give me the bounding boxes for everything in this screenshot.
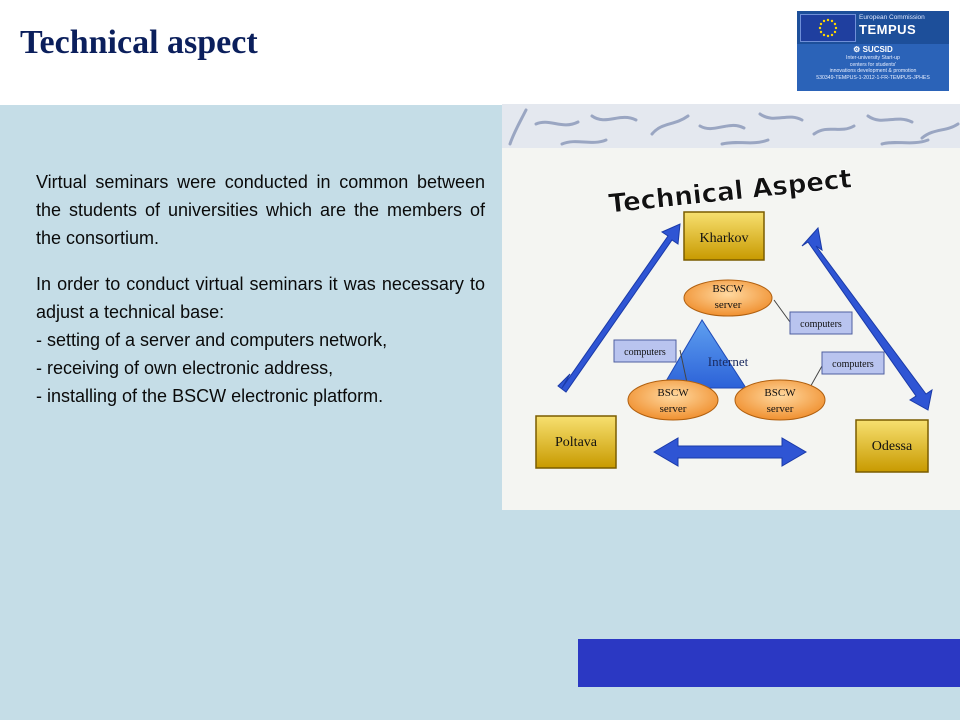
sucsid-text: SUCSID bbox=[862, 45, 893, 54]
tempus-label: TEMPUS bbox=[859, 22, 917, 37]
decorative-squiggles bbox=[508, 108, 960, 146]
list-item: - setting of a server and computers netw… bbox=[36, 330, 388, 350]
server-poltava-line2: server bbox=[660, 403, 687, 415]
computers-odessa-label: computers bbox=[832, 359, 874, 370]
logo-line-1: Inter-university Start-up bbox=[846, 55, 900, 61]
kharkov-label: Kharkov bbox=[700, 231, 749, 246]
paragraph-1: Virtual seminars were conducted in commo… bbox=[36, 172, 485, 248]
tempus-logo: European Commission TEMPUS ⚙ SUCSID Inte… bbox=[797, 11, 949, 91]
server-odessa-line1: BSCW bbox=[764, 387, 796, 399]
eu-flag-icon bbox=[800, 14, 856, 42]
network-diagram-svg: Technical Aspect Internet Kharkov Poltav… bbox=[502, 104, 960, 473]
list-item: - receiving of own electronic address, bbox=[36, 358, 334, 378]
server-odessa bbox=[734, 379, 826, 421]
server-poltava-line1: BSCW bbox=[657, 387, 689, 399]
logo-line-2: centers for students' bbox=[849, 61, 897, 68]
server-odessa-line2: server bbox=[767, 403, 794, 415]
computers-kharkov-label: computers bbox=[800, 319, 842, 330]
list-item: - installing of the BSCW electronic plat… bbox=[36, 386, 384, 406]
header-band: Technical aspect European Commission TEM… bbox=[0, 0, 960, 105]
odessa-label: Odessa bbox=[872, 439, 913, 454]
computers-poltava bbox=[613, 339, 677, 363]
internet-label: Internet bbox=[708, 354, 749, 369]
computers-odessa bbox=[821, 351, 885, 375]
arrow-kharkov-poltava bbox=[557, 223, 681, 393]
tempus-brand: European Commission TEMPUS bbox=[859, 14, 946, 42]
poltava-node bbox=[535, 415, 617, 469]
connection-arrows bbox=[557, 223, 933, 467]
logo-line-3: innovations development & promotion bbox=[829, 68, 917, 75]
poltava-label: Poltava bbox=[555, 435, 598, 450]
slide-body-text: Virtual seminars were conducted in commo… bbox=[36, 168, 485, 410]
logo-line-4: 530349-TEMPUS-1-2012-1-FR-TEMPUS-JPHES bbox=[816, 74, 930, 81]
kharkov-node bbox=[683, 211, 765, 261]
paragraph-gap bbox=[36, 252, 485, 270]
arrow-poltava-odessa bbox=[653, 437, 807, 467]
computers-poltava-label: computers bbox=[624, 347, 666, 358]
footer-color-bar bbox=[578, 639, 960, 687]
sucsid-label: ⚙ SUCSID bbox=[853, 45, 893, 54]
server-kharkov-line1: BSCW bbox=[712, 283, 744, 295]
arrow-kharkov-odessa bbox=[801, 226, 933, 411]
sucsid-block: ⚙ SUCSID Inter-university Start-up cente… bbox=[797, 44, 949, 91]
computers-kharkov bbox=[789, 311, 853, 335]
server-poltava bbox=[627, 379, 719, 421]
odessa-node bbox=[855, 419, 929, 473]
server-kharkov-line2: server bbox=[715, 299, 742, 311]
network-diagram: Technical Aspect Internet Kharkov Poltav… bbox=[502, 104, 960, 510]
paragraph-2: In order to conduct virtual seminars it … bbox=[36, 274, 485, 322]
server-kharkov bbox=[683, 279, 773, 317]
european-commission-label: European Commission bbox=[859, 14, 925, 21]
page-title: Technical aspect bbox=[20, 24, 258, 61]
